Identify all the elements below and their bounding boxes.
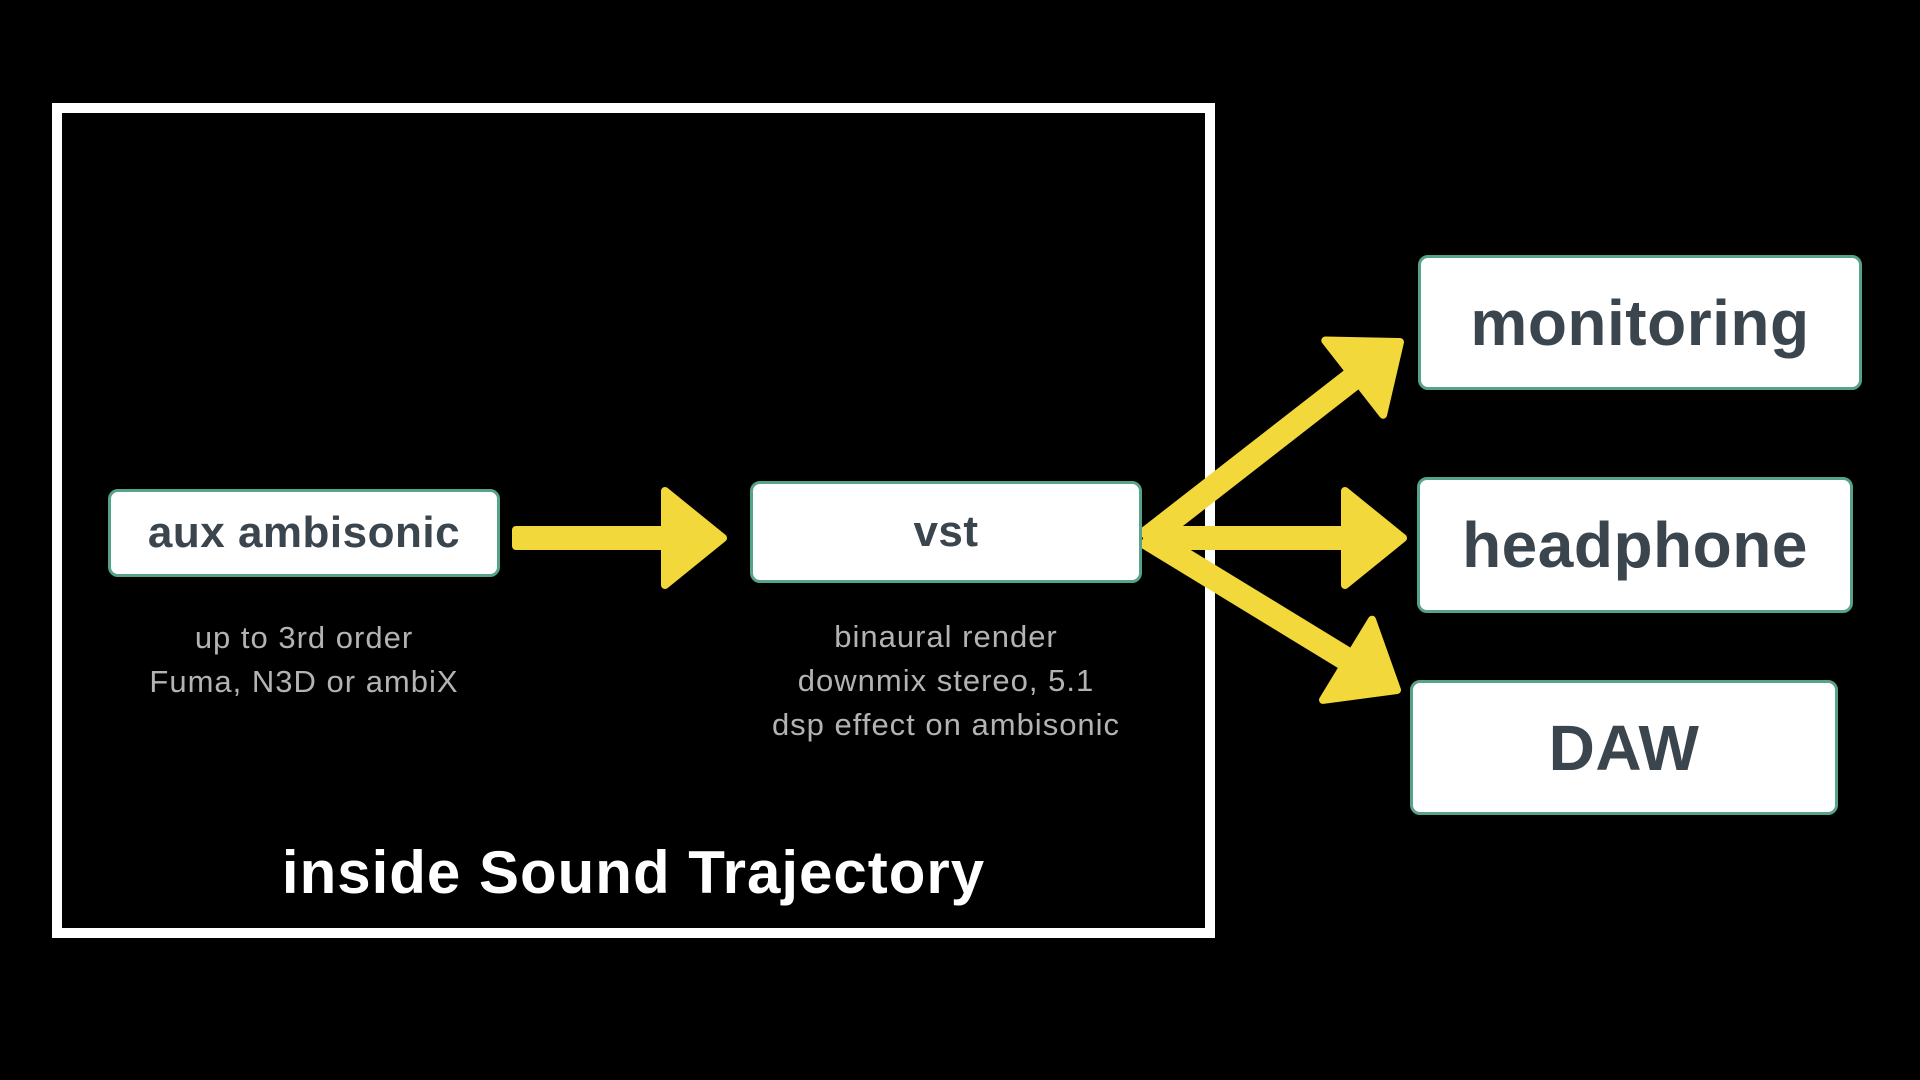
vst-note-line-3: dsp effect on ambisonic xyxy=(771,707,1121,742)
arrow-vst-to-monitoring xyxy=(1139,336,1404,549)
sound-trajectory-frame xyxy=(52,103,1215,938)
aux-ambisonic-notes: up to 3rd order Fuma, N3D or ambiX xyxy=(54,616,554,704)
vst-note-line-2: downmix stereo, 5.1 xyxy=(797,663,1095,698)
node-aux-ambisonic: aux ambisonic xyxy=(108,489,500,577)
node-headphone-label: headphone xyxy=(1462,509,1808,581)
node-monitoring-label: monitoring xyxy=(1470,286,1810,359)
node-monitoring: monitoring xyxy=(1418,255,1862,390)
node-vst: vst xyxy=(750,481,1142,583)
aux-note-line-1: up to 3rd order xyxy=(194,620,414,655)
node-headphone: headphone xyxy=(1417,477,1853,613)
node-aux-ambisonic-label: aux ambisonic xyxy=(147,508,461,557)
vst-notes: binaural render downmix stereo, 5.1 dsp … xyxy=(696,615,1196,747)
node-daw-label: DAW xyxy=(1548,711,1700,784)
aux-note-line-2: Fuma, N3D or ambiX xyxy=(149,664,459,699)
vst-note-line-1: binaural render xyxy=(834,619,1058,654)
arrow-vst-to-daw xyxy=(1139,527,1401,704)
frame-title: inside Sound Trajectory xyxy=(281,839,986,906)
node-daw: DAW xyxy=(1410,680,1838,815)
node-vst-label: vst xyxy=(913,507,979,556)
arrow-aux-to-vst xyxy=(512,487,727,589)
